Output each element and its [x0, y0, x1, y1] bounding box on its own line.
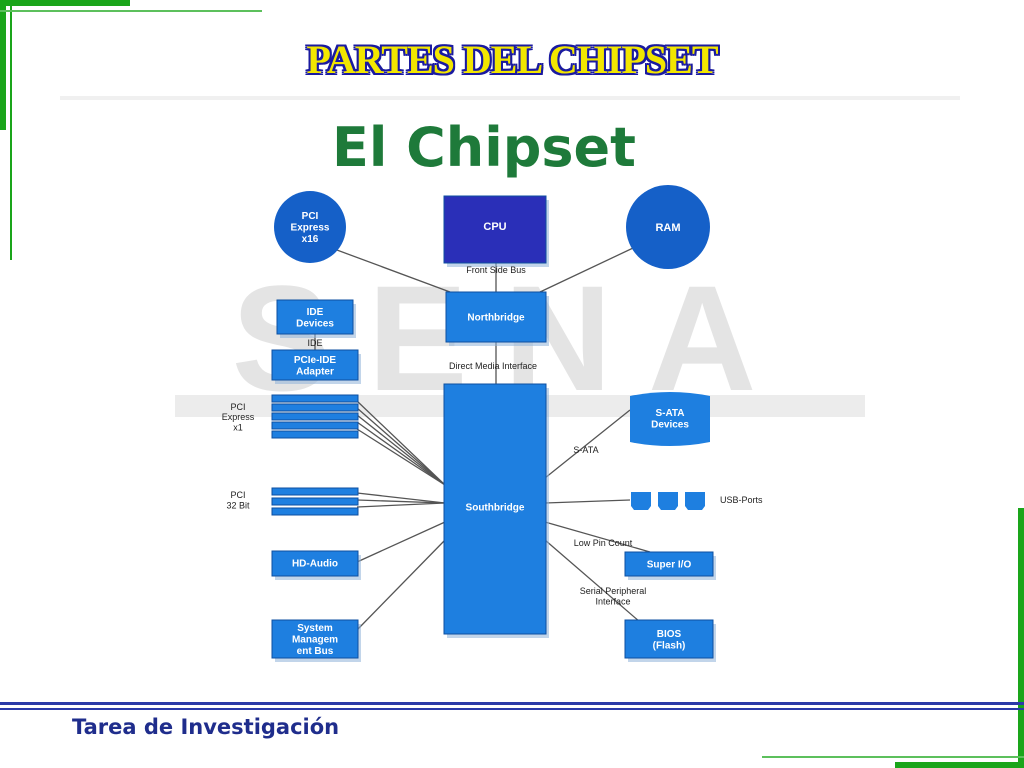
link-pci32-southbridge [356, 499, 446, 504]
corner-bar-left-thin [10, 0, 12, 260]
hd-audio-label: HD-Audio [292, 559, 338, 570]
link-smbus-southbridge [356, 539, 446, 631]
ide-devices-node [276, 299, 354, 335]
link-southbridge-superio [544, 521, 651, 553]
corner-bar-top [0, 0, 130, 6]
corner-bar-left [0, 0, 6, 130]
super-io-label: Super I/O [647, 560, 692, 571]
bios-node [624, 619, 714, 659]
heading-underline [60, 96, 960, 100]
usb-port [658, 492, 678, 510]
corner-bar-top-thin [0, 10, 262, 12]
usb-port [631, 492, 651, 510]
link-southbridge-bios [544, 539, 641, 623]
northbridge-node [445, 291, 547, 343]
cpu-node [443, 195, 547, 264]
pci-32bit-slot [271, 507, 359, 516]
ram-node [626, 185, 710, 269]
usb-port [685, 492, 705, 510]
link-ram-northbridge [539, 239, 651, 293]
slide-title: PARTES DEL CHIPSET [306, 37, 718, 82]
usb-ports-label: USB-Ports [720, 495, 763, 505]
cpu-label: CPU [483, 221, 506, 233]
pci-express-x1-slot [271, 430, 359, 439]
pci-express-x1-slot [271, 403, 359, 412]
corner-bar-bottom-thin [762, 756, 1024, 758]
pci-express-x1-slot [271, 412, 359, 421]
sata-label: S-ATA [573, 445, 598, 455]
link-hdaudio-southbridge [356, 521, 446, 563]
pci-express-x1-slot [271, 421, 359, 430]
link-southbridge-usb [544, 499, 631, 504]
pci-32bit-slot [271, 497, 359, 506]
pci-express-x16-node [274, 191, 346, 263]
front-side-bus-label: Front Side Bus [466, 265, 526, 275]
dmi-label: Direct Media Interface [449, 361, 537, 371]
link-pcie-x1-southbridge [356, 400, 446, 486]
pcie-ide-adapter-node [271, 349, 359, 381]
low-pin-count-label: Low Pin Count [574, 538, 633, 548]
corner-bar-bottom [895, 762, 1024, 768]
southbridge-node [443, 383, 547, 635]
footer-divider [0, 702, 1024, 710]
link-pcie-x1-southbridge [356, 421, 446, 486]
system-management-bus-node [271, 619, 359, 659]
hd-audio-node [271, 550, 359, 577]
bios-label: BIOS(Flash) [653, 629, 686, 652]
footer-text: Tarea de Investigación [72, 715, 340, 739]
super-io-node [624, 551, 714, 577]
corner-bar-right [1018, 508, 1024, 768]
ram-label: RAM [655, 222, 680, 234]
link-pcie-x1-southbridge [356, 428, 446, 486]
sata-devices-node [630, 392, 710, 446]
northbridge-label: Northbridge [467, 313, 525, 324]
pci-32bit-slot [271, 487, 359, 496]
pci-express-x1-slot [271, 394, 359, 403]
link-pci32-southbridge [356, 502, 446, 508]
link-pci32-southbridge [356, 492, 446, 504]
link-pcie-x1-southbridge [356, 407, 446, 486]
diagram-heading: El Chipset [332, 116, 636, 179]
link-southbridge-sata [544, 409, 631, 479]
ide-label: IDE [307, 338, 322, 348]
southbridge-label: Southbridge [466, 503, 525, 514]
link-pcie-x1-southbridge [356, 414, 446, 486]
